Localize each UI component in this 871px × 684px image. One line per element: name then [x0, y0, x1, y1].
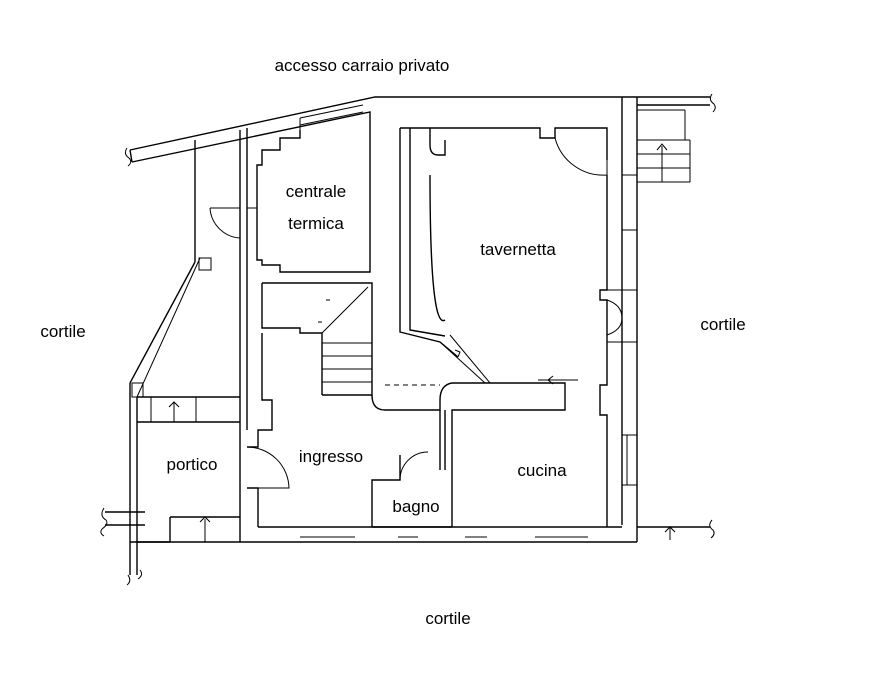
label-kitchen: cucina [517, 461, 567, 480]
label-tavern: tavernetta [480, 240, 556, 259]
label-yard-left: cortile [40, 322, 85, 341]
label-entrance: ingresso [299, 447, 363, 466]
staircase [261, 282, 373, 396]
label-yard-right: cortile [700, 315, 745, 334]
label-porch: portico [166, 455, 217, 474]
label-bathroom: bagno [392, 497, 439, 516]
room-labels: accesso carraio privato cortile cortile … [40, 56, 745, 628]
label-yard-bottom: cortile [425, 609, 470, 628]
label-central-heating-line2: termica [288, 214, 344, 233]
interior-walls [129, 104, 715, 543]
label-central-heating-line1: centrale [286, 182, 346, 201]
label-top-access: accesso carraio privato [275, 56, 450, 75]
exterior-stair [637, 93, 716, 183]
outer-walls [100, 96, 638, 586]
